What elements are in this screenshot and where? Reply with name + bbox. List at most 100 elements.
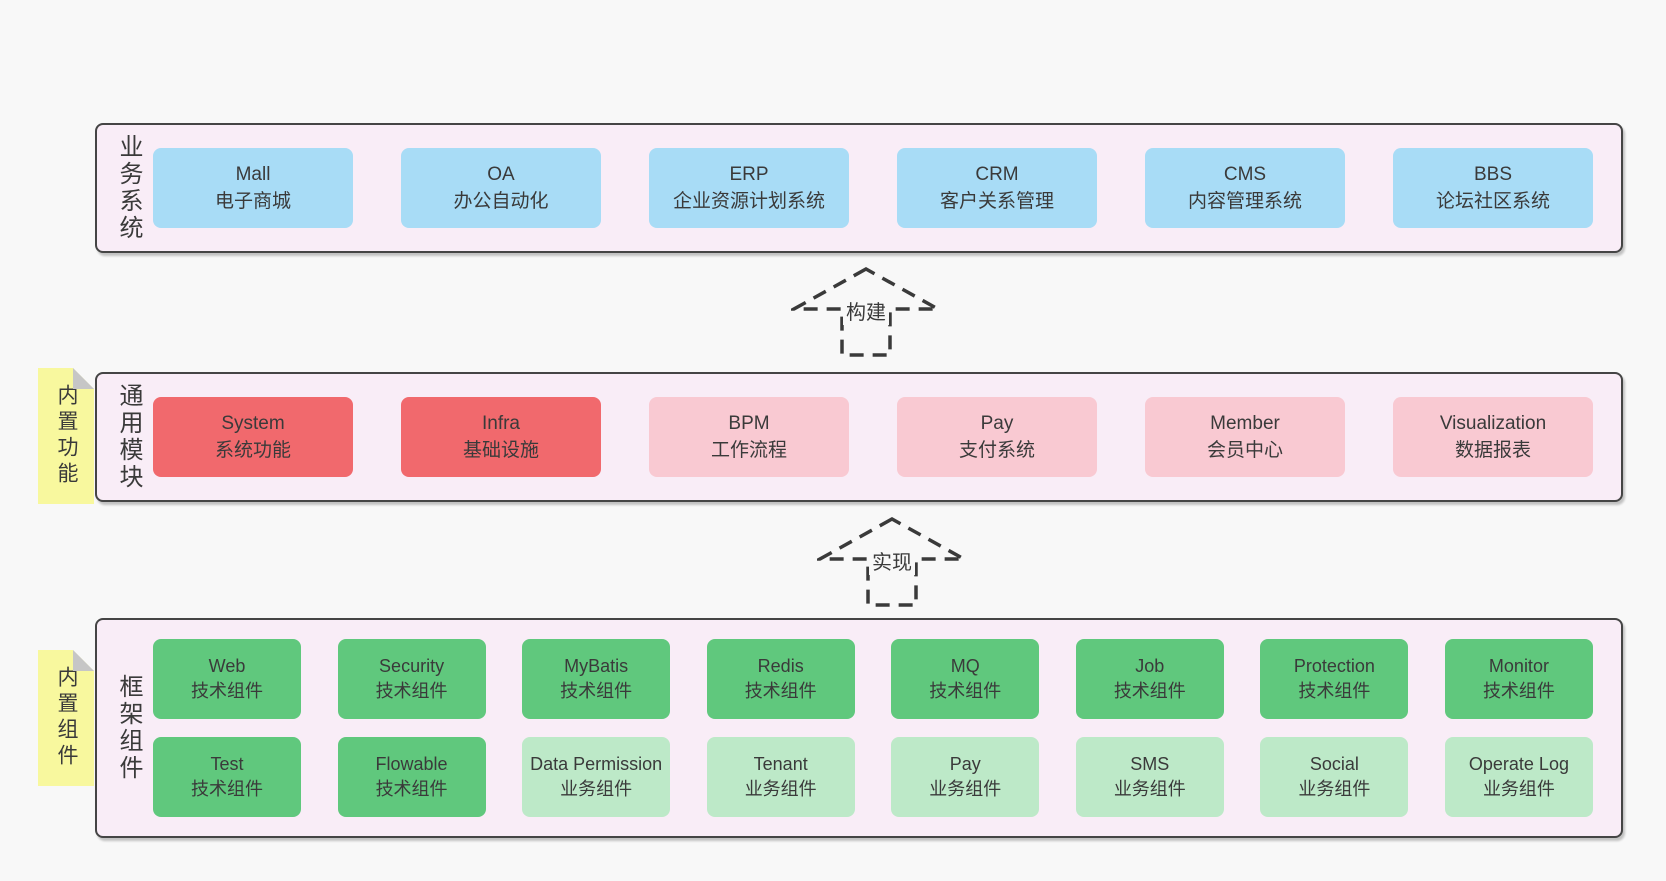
box-title: Monitor [1488,655,1549,676]
box-title: CMS [1223,164,1267,185]
module-box-system: System 系统功能 [153,397,353,477]
sticky-note-text: 内置功能 [55,384,78,488]
layer-label-framework-components: 框架组件 [115,674,142,782]
box-subtitle: 技术组件 [1113,680,1186,701]
module-box-crm: CRM 客户关系管理 [897,148,1097,228]
module-box-test: Test 技术组件 [153,737,301,818]
box-title: MQ [950,655,980,676]
module-box-monitor: Monitor 技术组件 [1444,638,1593,719]
module-box-protection: Protection 技术组件 [1260,638,1409,719]
box-row: System 系统功能 Infra 基础设施 BPM 工作流程 Pay 支付系统 Member 会… [153,397,1593,477]
box-subtitle: 会员中心 [1206,440,1283,461]
module-box-pay: Pay 支付系统 [897,397,1097,477]
module-box-mybatis: MyBatis 技术组件 [522,638,671,719]
box-title: Tenant [753,754,808,775]
box-title: Protection [1293,655,1375,676]
sticky-note-built-in-features: 内置功能 [38,368,94,504]
box-title: Flowable [375,754,448,775]
box-subtitle: 电子商城 [214,191,291,212]
box-title: Test [210,754,244,775]
implement-arrow-label: 实现 [869,546,915,575]
box-subtitle: 技术组件 [191,680,263,701]
box-subtitle: 企业资源计划系统 [672,191,825,212]
module-box-tenant: Tenant 业务组件 [706,737,855,818]
module-box-mq: MQ 技术组件 [891,638,1040,719]
box-subtitle: 技术组件 [375,680,448,701]
box-subtitle: 客户关系管理 [939,191,1054,212]
box-title: Infra [481,413,521,434]
box-title: Member [1210,413,1280,434]
box-subtitle: 业务组件 [1298,779,1371,800]
layer-content: System 系统功能 Infra 基础设施 BPM 工作流程 Pay 支付系统 Member 会… [153,374,1593,500]
box-title: Security [379,655,445,676]
module-box-infra: Infra 基础设施 [401,397,601,477]
module-box-visualization: Visualization 数据报表 [1393,397,1593,477]
box-title: ERP [729,164,769,185]
box-title: Redis [757,655,804,676]
module-box-operate-log: Operate Log 业务组件 [1444,737,1593,818]
box-subtitle: 业务组件 [929,779,1002,800]
box-title: Pay [949,754,981,775]
box-subtitle: 技术组件 [929,680,1002,701]
box-subtitle: 业务组件 [1113,779,1186,800]
module-box-redis: Redis 技术组件 [706,638,855,719]
box-subtitle: 技术组件 [375,779,448,800]
box-title: OA [487,164,515,185]
box-subtitle: 业务组件 [560,779,633,800]
sticky-note-built-in-components: 内置组件 [38,650,94,786]
box-title: CRM [975,164,1019,185]
module-box-erp: ERP 企业资源计划系统 [649,148,849,228]
implement-arrow: 实现 [817,516,967,608]
build-arrow-label: 构建 [843,296,889,325]
box-subtitle: 技术组件 [1482,680,1555,701]
box-title: BPM [728,413,770,434]
module-box-security: Security 技术组件 [337,638,486,719]
module-box-sms: SMS 业务组件 [1075,737,1224,818]
module-box-mall: Mall 电子商城 [153,148,353,228]
box-title: Mall [235,164,271,185]
box-subtitle: 业务组件 [1482,779,1555,800]
box-title: Visualization [1439,413,1547,434]
box-subtitle: 业务组件 [744,779,817,800]
box-subtitle: 内容管理系统 [1187,191,1302,212]
box-title: Job [1135,655,1165,676]
module-box-cms: CMS 内容管理系统 [1145,148,1345,228]
box-subtitle: 基础设施 [462,440,539,461]
box-subtitle: 数据报表 [1454,440,1531,461]
box-title: Pay [980,413,1014,434]
sticky-note-text: 内置组件 [55,666,78,770]
box-subtitle: 论坛社区系统 [1435,191,1550,212]
box-subtitle: 工作流程 [710,440,787,461]
box-title: Operate Log [1468,754,1569,775]
box-title: Data Permission [530,754,663,775]
module-box-flowable: Flowable 技术组件 [337,737,486,818]
folded-corner-icon [73,368,94,389]
box-title: System [221,413,285,434]
box-subtitle: 支付系统 [958,440,1035,461]
layer-label-business-systems: 业务系统 [115,134,142,242]
box-subtitle: 系统功能 [214,440,291,461]
box-subtitle: 技术组件 [1298,680,1371,701]
box-subtitle: 技术组件 [191,779,263,800]
module-box-data-permission: Data Permission 业务组件 [522,737,671,818]
box-subtitle: 技术组件 [744,680,817,701]
box-title: SMS [1130,754,1170,775]
box-title: MyBatis [564,655,629,676]
dashed-up-arrow-icon [791,266,941,357]
build-arrow: 构建 [791,266,941,358]
box-title: BBS [1473,164,1513,185]
module-box-bbs: BBS 论坛社区系统 [1393,148,1593,228]
box-subtitle: 技术组件 [560,680,633,701]
